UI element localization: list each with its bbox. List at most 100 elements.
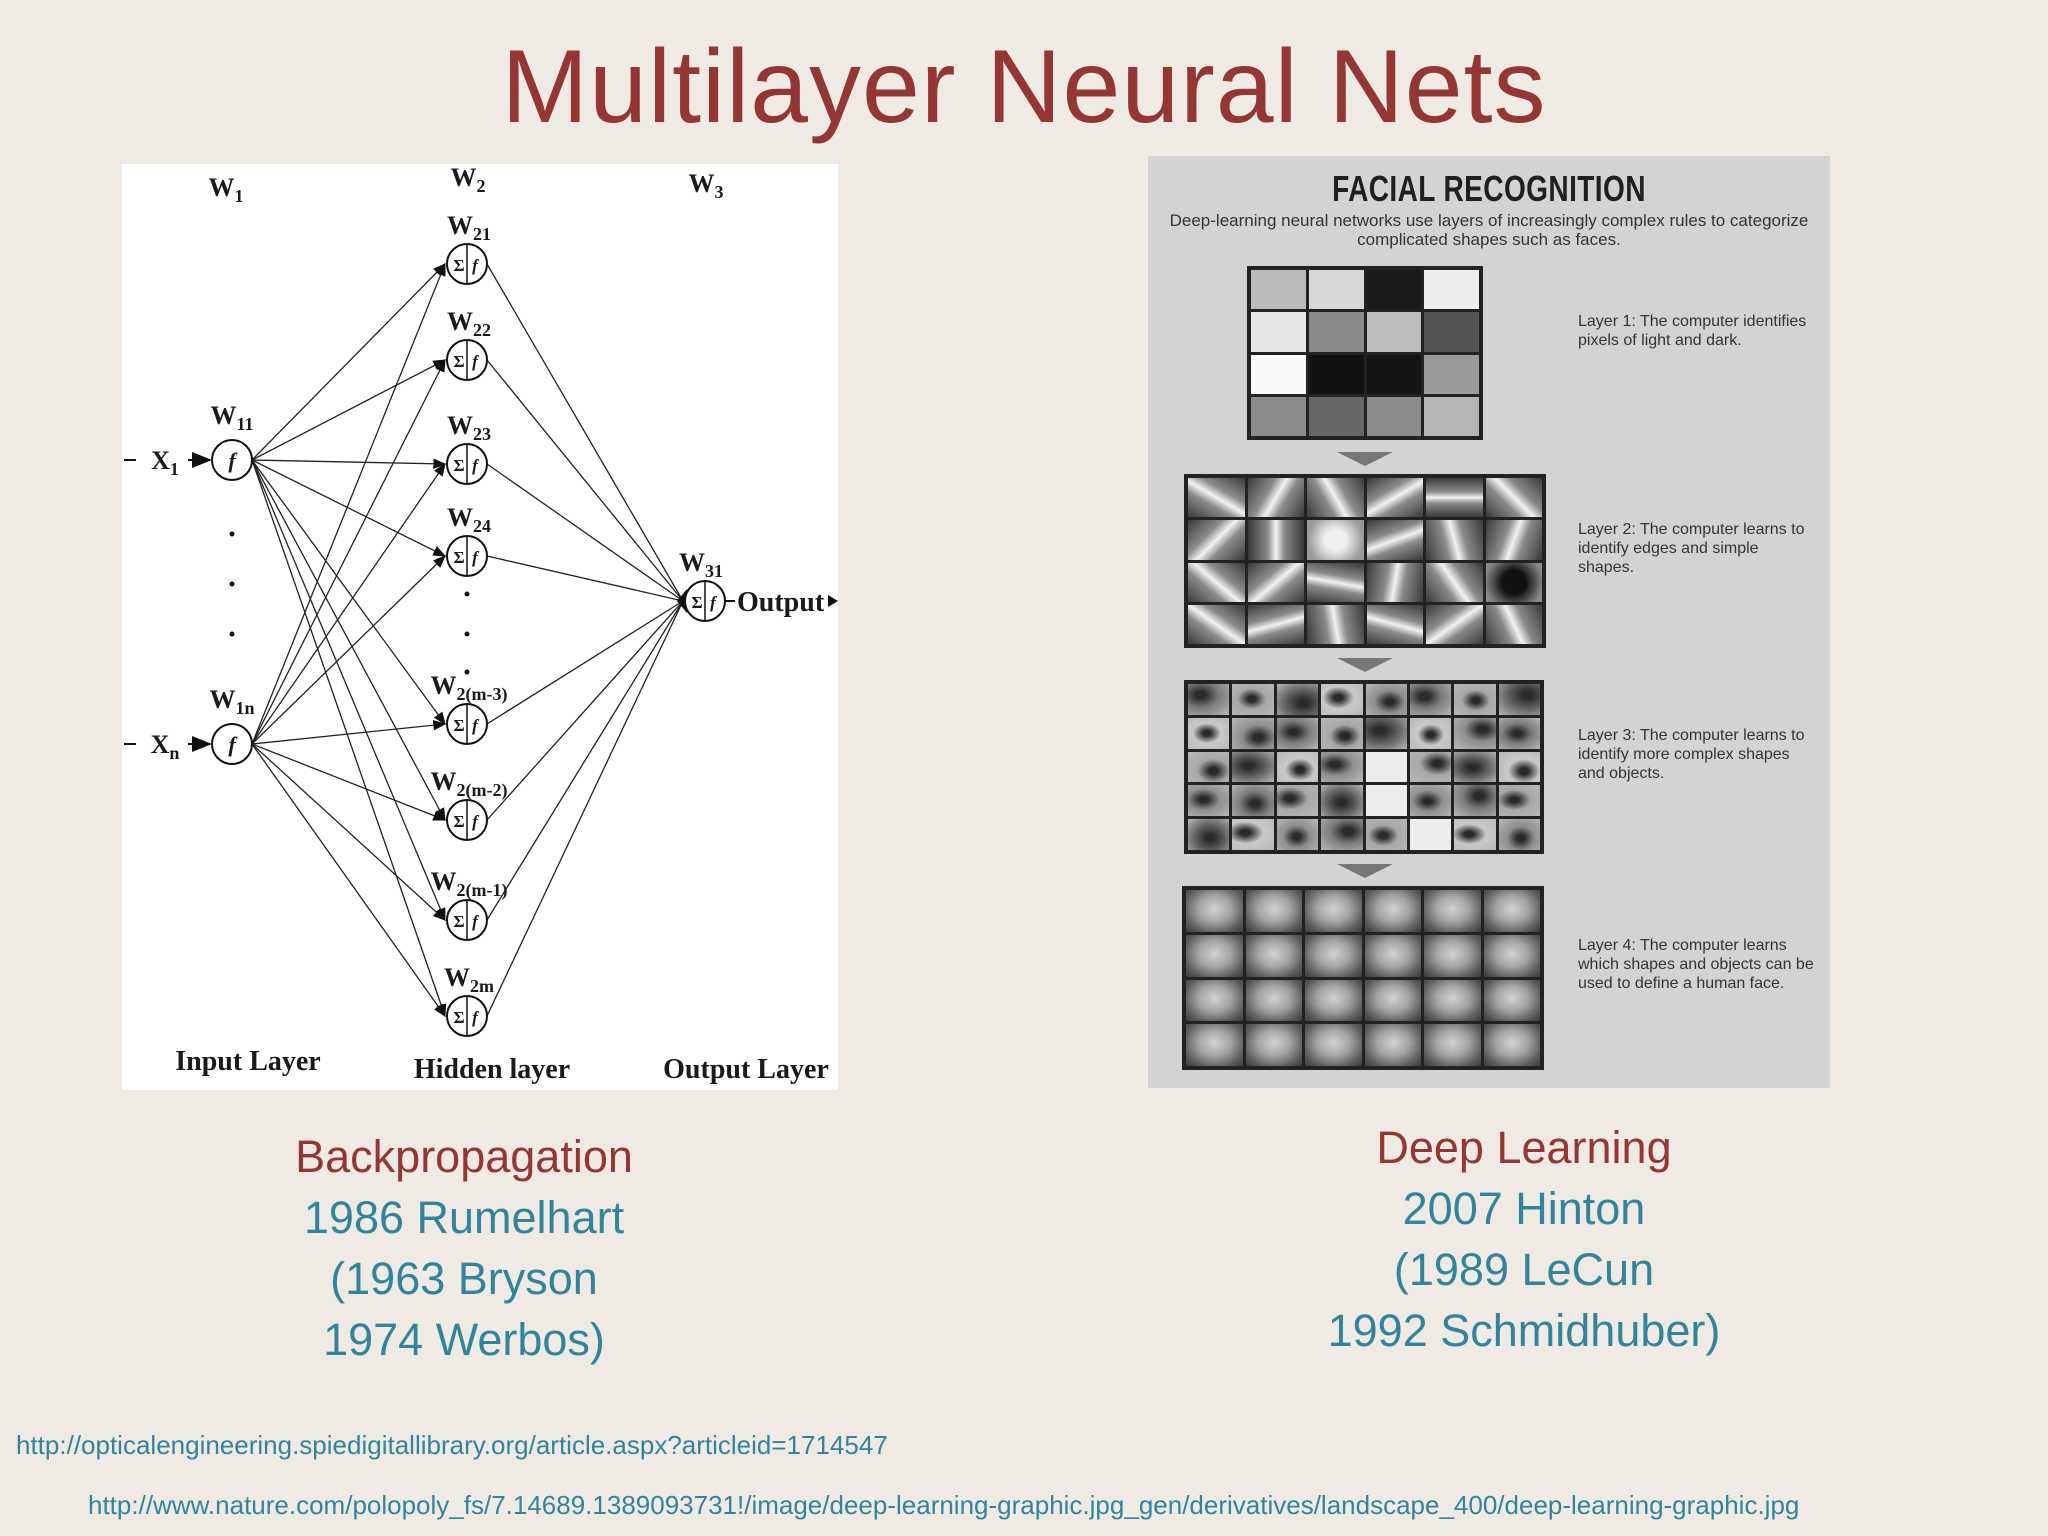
- left-caption-heading: Backpropagation: [295, 1131, 633, 1182]
- connection-line: [486, 555, 684, 602]
- face-feature-tile: [1186, 1024, 1243, 1066]
- face-feature-tile: [1424, 979, 1481, 1022]
- connection-line: [251, 459, 446, 922]
- sum-symbol: Σ: [453, 812, 464, 831]
- shape-feature-tile: [1365, 717, 1407, 749]
- activation-symbol: f: [228, 448, 238, 473]
- shape-feature-tile: [1365, 751, 1407, 783]
- hidden-layer-label: Hidden layer: [414, 1054, 570, 1085]
- input-label: Xn: [151, 730, 180, 763]
- shape-feature-tile: [1276, 717, 1319, 749]
- shape-feature-tile: [1498, 684, 1540, 715]
- face-feature-tile: [1245, 890, 1302, 932]
- sum-symbol: Σ: [453, 716, 464, 735]
- face-feature-tile: [1424, 934, 1481, 977]
- face-feature-tile: [1186, 890, 1243, 932]
- shape-feature-tile: [1276, 819, 1319, 850]
- connection-line: [251, 358, 446, 745]
- right-caption-line: 1992 Schmidhuber): [1327, 1305, 1721, 1356]
- shape-feature-tile: [1232, 684, 1274, 715]
- shape-feature-tile: [1365, 819, 1407, 850]
- layer-2-arrow: [1337, 658, 1393, 672]
- pixel-cell: [1366, 270, 1422, 310]
- pixel-cell: [1424, 270, 1479, 310]
- face-feature-tile: [1305, 934, 1362, 977]
- edge-feature-tile: [1247, 520, 1304, 560]
- connection-line: [251, 459, 447, 557]
- connection-line: [486, 600, 684, 921]
- edge-feature-tile: [1188, 562, 1245, 602]
- shape-feature-tile: [1454, 684, 1496, 715]
- fr-title: FACIAL RECOGNITION: [1332, 168, 1646, 209]
- shape-feature-tile: [1498, 785, 1540, 817]
- sum-symbol: Σ: [453, 352, 464, 371]
- pixel-cell: [1308, 354, 1364, 394]
- layer-2-description: Layer 2: The computer learns to identify…: [1578, 521, 1805, 576]
- face-feature-tile: [1186, 934, 1243, 977]
- shape-feature-tile: [1454, 819, 1496, 850]
- shape-feature-tile: [1409, 717, 1452, 749]
- hidden-weight-label: W22: [447, 307, 491, 340]
- layer-4-description: Layer 4: The computer learns which shape…: [1578, 937, 1814, 992]
- input-layer-label: Input Layer: [175, 1046, 320, 1077]
- edge-feature-tile: [1188, 604, 1245, 644]
- shape-feature-tile: [1454, 751, 1496, 783]
- pixel-cell: [1251, 312, 1306, 352]
- shape-feature-tile: [1409, 684, 1452, 715]
- face-feature-tile: [1424, 1024, 1481, 1066]
- shape-feature-tile: [1232, 819, 1274, 850]
- output-weight-label: W31: [679, 548, 723, 581]
- ellipsis-dot: [229, 581, 235, 587]
- shape-feature-tile: [1232, 717, 1274, 749]
- shape-feature-tile: [1188, 717, 1230, 749]
- shape-feature-tile: [1276, 785, 1319, 817]
- reference-link[interactable]: http://www.nature.com/polopoly_fs/7.1468…: [88, 1490, 1800, 1520]
- layer-3-shape-grid: [1184, 680, 1544, 854]
- slide-title: Multilayer Neural Nets: [501, 29, 1547, 145]
- face-feature-tile: [1305, 890, 1362, 932]
- connection-line: [486, 263, 684, 602]
- face-feature-tile: [1483, 1024, 1540, 1066]
- hidden-weight-label: W23: [447, 411, 491, 444]
- sum-symbol: Σ: [453, 456, 464, 475]
- face-feature-tile: [1483, 890, 1540, 932]
- connection-line: [486, 463, 684, 602]
- edge-feature-tile: [1366, 562, 1423, 602]
- edge-feature-tile: [1247, 604, 1304, 644]
- connection-line: [251, 459, 446, 726]
- connection-line: [251, 743, 447, 821]
- facial-recognition-graphic: FACIAL RECOGNITION Deep-learning neural …: [1148, 156, 1830, 1088]
- right-caption: Deep Learning 2007 Hinton (1989 LeCun 19…: [1224, 1117, 1824, 1361]
- sum-symbol: Σ: [691, 593, 702, 612]
- right-caption-line: (1989 LeCun: [1393, 1244, 1655, 1295]
- output-layer-label: Output Layer: [663, 1054, 829, 1085]
- face-feature-tile: [1483, 934, 1540, 977]
- face-feature-tile: [1364, 890, 1421, 932]
- input-weight-label: W1n: [209, 685, 254, 718]
- shape-feature-tile: [1188, 785, 1230, 817]
- layer-4-face-grid: [1182, 886, 1544, 1070]
- connection-line: [251, 555, 446, 745]
- layer-3-arrow: [1337, 864, 1393, 878]
- edge-feature-tile: [1188, 520, 1245, 560]
- left-caption-line: 1986 Rumelhart: [303, 1192, 625, 1243]
- shape-feature-tile: [1321, 751, 1363, 783]
- face-feature-tile: [1245, 1024, 1302, 1066]
- shape-feature-tile: [1232, 751, 1274, 783]
- edge-feature-tile: [1247, 562, 1304, 602]
- connection-line: [251, 743, 446, 921]
- activation-symbol: f: [472, 256, 480, 275]
- edge-feature-tile: [1485, 520, 1542, 560]
- ellipsis-dot: [464, 631, 470, 637]
- reference-link[interactable]: http://opticalengineering.spiedigitallib…: [16, 1430, 888, 1460]
- pixel-cell: [1424, 312, 1479, 352]
- pixel-cell: [1308, 270, 1364, 310]
- edge-feature-tile: [1426, 604, 1483, 644]
- shape-feature-tile: [1365, 684, 1407, 715]
- face-feature-tile: [1305, 1024, 1362, 1066]
- shape-feature-tile: [1188, 751, 1230, 783]
- hidden-weight-label: W2(m-2): [431, 767, 508, 801]
- shape-feature-tile: [1454, 717, 1496, 749]
- sum-symbol: Σ: [453, 256, 464, 275]
